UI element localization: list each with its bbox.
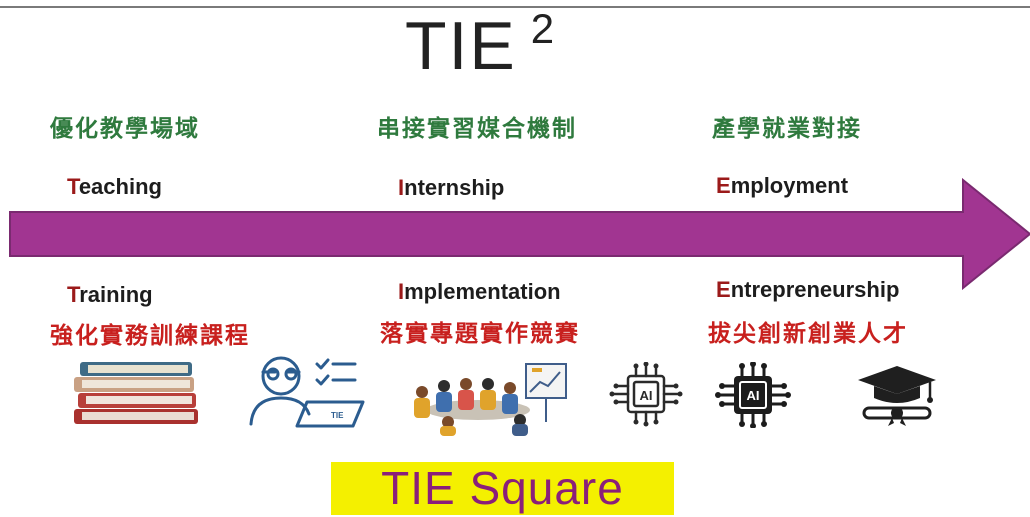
column-3-bottom-english-label: Entrepreneurship <box>716 277 899 303</box>
column-1-bottom-english-label: Training <box>67 282 153 308</box>
internship-rest: nternship <box>404 175 505 200</box>
column-2-bottom-english-label: Implementation <box>398 279 561 305</box>
column-3-top-english-label: Employment <box>716 173 848 199</box>
ai-chip-label: AI <box>640 388 653 403</box>
main-title-text: TIE <box>405 8 517 84</box>
tie-square-label: TIE Square <box>331 462 674 515</box>
top-divider <box>0 6 1030 8</box>
teaching-initial: T <box>67 174 79 199</box>
column-3-bottom-chinese-label: 拔尖創新創業人才 <box>708 321 908 347</box>
graduation-cap-icon <box>858 366 936 426</box>
entrepreneurship-rest: ntrepreneurship <box>730 277 900 302</box>
column-2-top-chinese-label: 串接實習媒合機制 <box>377 116 577 142</box>
main-title: TIE 2 <box>405 5 555 95</box>
column-1-top-chinese-label: 優化教學場域 <box>50 116 200 142</box>
progress-arrow-shape <box>9 178 1030 290</box>
team-meeting-icon <box>414 363 567 436</box>
employment-rest: mployment <box>730 173 849 198</box>
implementation-rest: mplementation <box>404 279 561 304</box>
column-1-bottom-chinese-label: 強化實務訓練課程 <box>50 323 250 349</box>
column-2-bottom-chinese-label: 落實專題實作競賽 <box>380 321 580 347</box>
training-rest: raining <box>79 282 153 307</box>
ai-chip-solid-label: AI <box>747 388 760 403</box>
training-initial: T <box>67 282 80 307</box>
entrepreneurship-initial: E <box>716 277 731 302</box>
laptop-label: TIE <box>331 411 344 420</box>
employment-initial: E <box>716 173 731 198</box>
ai-chip-solid-icon: AI <box>715 362 791 428</box>
ai-chip-icon: AI <box>609 362 683 427</box>
books-icon <box>74 362 198 424</box>
progress-arrow <box>9 178 1030 290</box>
implementation-initial: I <box>398 279 405 304</box>
teaching-rest: eaching <box>78 174 162 199</box>
internship-initial: I <box>398 175 405 200</box>
column-2-top-english-label: Internship <box>398 175 504 201</box>
main-title-superscript: 2 <box>530 5 555 52</box>
column-1-top-english-label: Teaching <box>67 174 162 200</box>
column-3-top-chinese-label: 產學就業對接 <box>712 116 862 142</box>
online-learner-icon: TIE <box>249 356 365 428</box>
